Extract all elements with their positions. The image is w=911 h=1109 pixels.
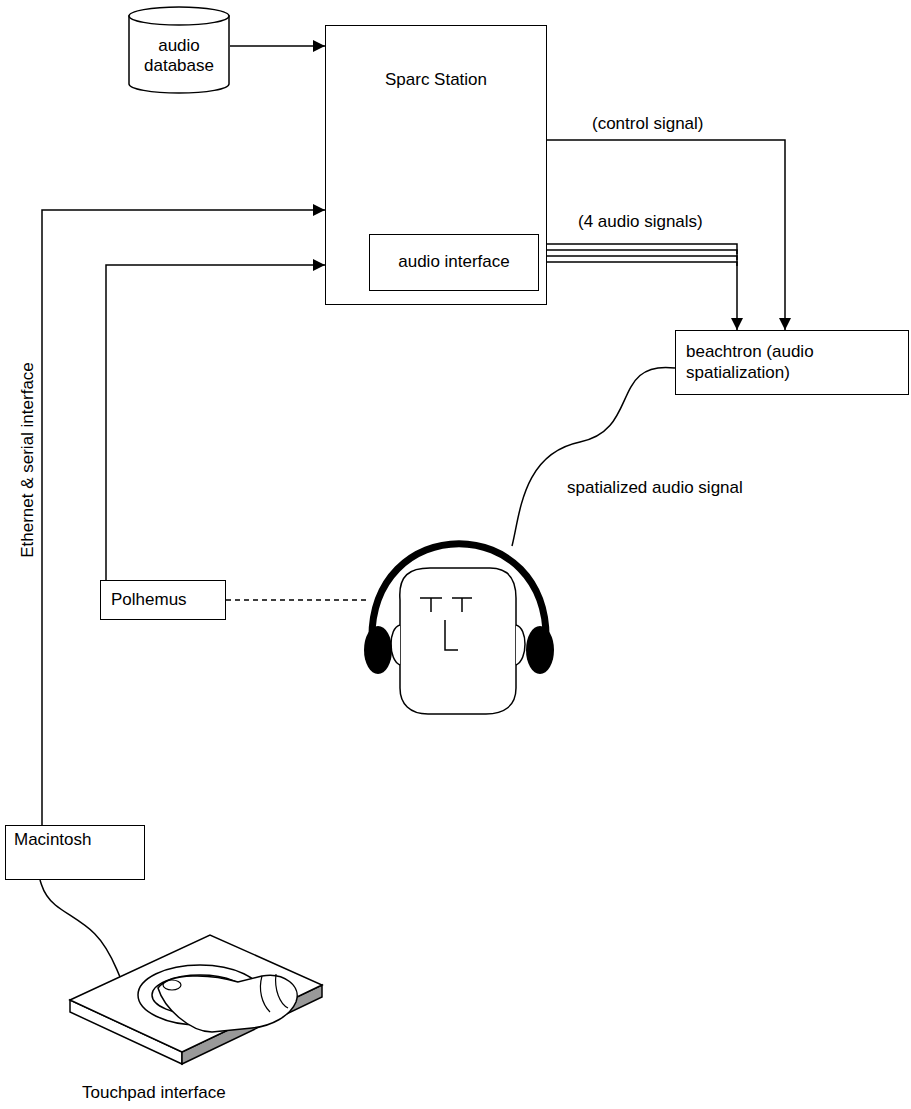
audio-signal-line: [539, 250, 737, 254]
spatializer-box: beachtron (audio spatialization): [675, 330, 909, 395]
interface-box: audio interface: [369, 234, 539, 291]
headphone-cable: [512, 367, 675, 546]
tracker-box: Polhemus: [100, 580, 226, 620]
node-text: Macintosh: [14, 830, 91, 850]
connector: [539, 244, 737, 330]
node-text: beachtron (audio spatialization): [686, 342, 898, 383]
ear-cup: [526, 626, 554, 674]
ear: [391, 625, 400, 665]
node-text: Sparc Station: [385, 70, 487, 90]
connector: [106, 265, 325, 580]
node-text: Polhemus: [111, 590, 187, 610]
edge-label: Ethernet & serial interface: [18, 360, 38, 560]
node-text: audio database: [134, 36, 224, 77]
edge-label: (4 audio signals): [576, 212, 705, 232]
nose: [445, 620, 458, 650]
computer-box: Macintosh: [5, 825, 145, 880]
database-cylinder: audio database: [128, 6, 230, 94]
connector: [40, 880, 120, 977]
connector: [42, 210, 325, 825]
edge-label: (control signal): [590, 114, 706, 134]
head-outline: [400, 568, 516, 714]
touchpad-illustration: [68, 930, 328, 1105]
touchpad-device: Touchpad interface: [68, 930, 328, 1105]
tracker-link: [226, 599, 370, 601]
node-text: Touchpad interface: [82, 1083, 226, 1103]
eyes: [420, 598, 472, 612]
audio-signal-line: [539, 262, 737, 266]
node-text: audio interface: [398, 252, 510, 272]
signal-label: spatialized audio signal: [565, 478, 745, 498]
ear-cup: [364, 626, 392, 674]
connector: [230, 45, 325, 47]
ear: [516, 625, 525, 665]
audio-signal-line: [539, 256, 737, 260]
computer-box: Sparc Station audio interface: [325, 25, 547, 305]
connector: [547, 140, 785, 330]
